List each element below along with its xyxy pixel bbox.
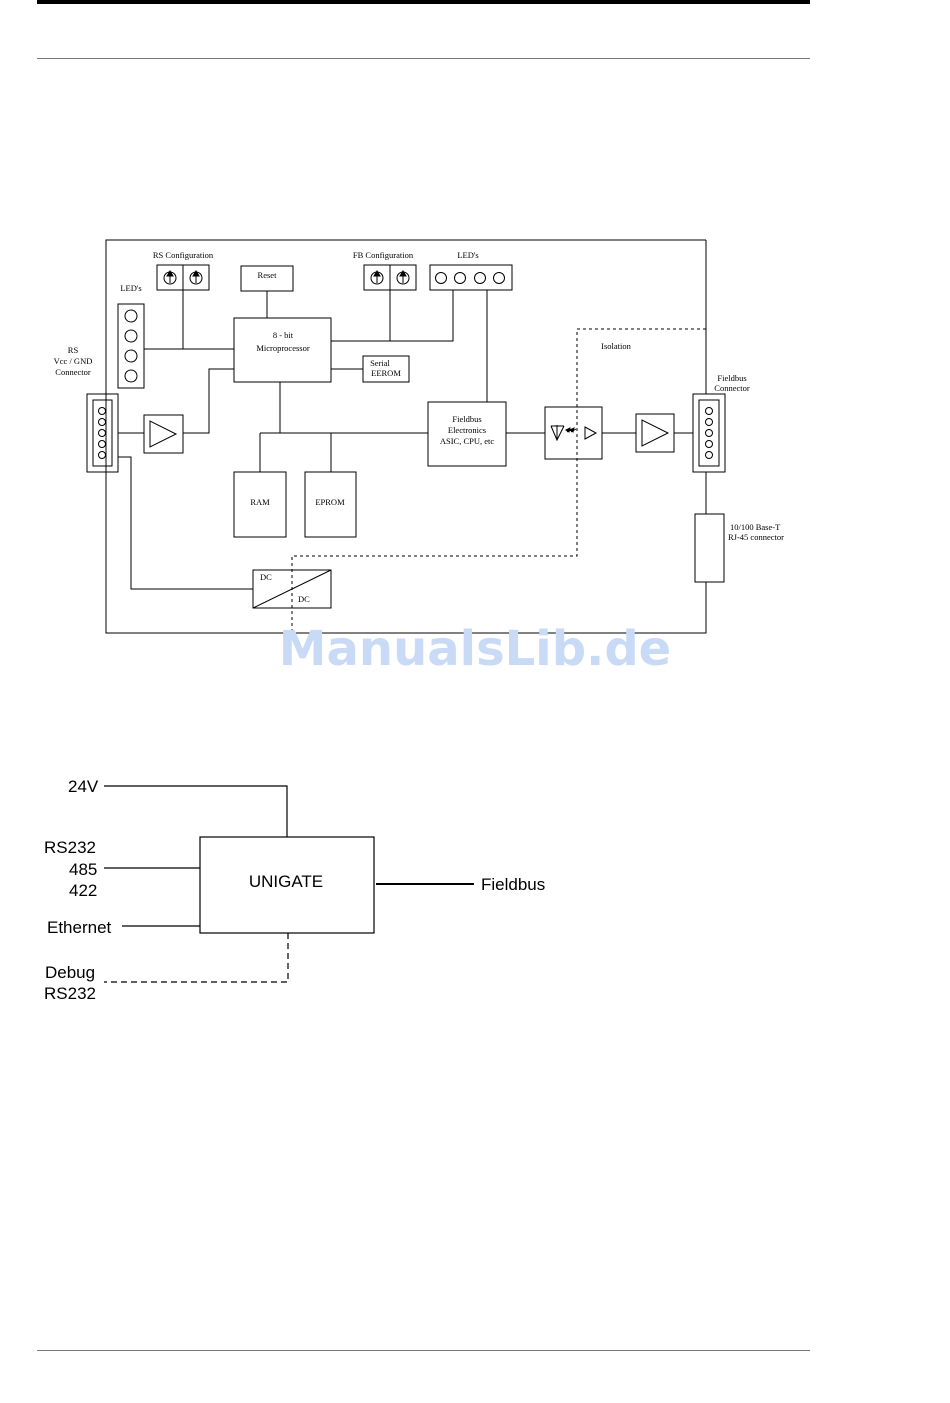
eprom-label: EPROM [315,497,345,507]
fieldbus-connector-inner [699,400,719,466]
block-diagram-labels: RS Configuration FB Configuration LED's … [54,250,784,604]
serial-eerom-label-line2: EEROM [371,368,401,378]
header-thick-rule [37,0,810,4]
power-label: 24V [68,777,99,796]
debug-line [104,933,288,982]
isolation-boundary [292,329,706,633]
fb-configuration-label: FB Configuration [353,250,414,260]
fieldbus-connector-pin-icon [706,408,713,459]
rs-connector-label-line2: Vcc / GND [54,356,93,366]
fieldbus-connector-label-line1: Fieldbus [717,373,746,383]
rs-connector-label-line1: RS [68,345,79,355]
rs-connector-pin-icon [99,408,106,459]
fieldbus-electronics-label-line2: Electronics [448,425,486,435]
ethernet-label: Ethernet [47,918,112,937]
rs-led-box [118,304,144,388]
block-wiring [118,290,693,589]
ram-label: RAM [250,497,270,507]
optocoupler-icon [551,425,596,440]
fieldbus-electronics-label-line1: Fieldbus [452,414,481,424]
overview-diagram-labels: 24V RS232 485 422 Ethernet Debug RS232 U… [44,777,545,1003]
rs-amplifier-icon [150,421,176,447]
rj45-connector-block [695,514,724,582]
unigate-label: UNIGATE [249,872,323,891]
rs-led-icon [125,310,137,382]
ethernet-connector-label-line1: 10/100 Base-T [730,522,781,532]
microprocessor-label-line1: 8 - bit [273,330,294,340]
reset-label: Reset [258,270,278,280]
rs-configuration-label: RS Configuration [153,250,214,260]
fieldbus-label: Fieldbus [481,875,545,894]
fieldbus-connector-block [693,394,725,472]
power-line [104,786,287,837]
isolation-label: Isolation [601,341,631,351]
fieldbus-led-box [430,265,512,290]
watermark: ManualsLib.de [279,621,671,677]
dc-output-label: DC [298,594,310,604]
rs-connector-inner [93,400,112,466]
fieldbus-leds-label: LED's [457,250,478,260]
serial-eerom-label-line1: Serial [370,358,390,368]
debug-label-line1: Debug [45,963,95,982]
fieldbus-amplifier-icon [642,420,668,446]
fieldbus-electronics-label-line3: ASIC, CPU, etc [440,436,495,446]
serial-label-line2: 485 [69,860,97,879]
dc-input-label: DC [260,572,272,582]
serial-label-line3: 422 [69,881,97,900]
debug-label-line2: RS232 [44,984,96,1003]
rs-connector-block [87,394,118,472]
fieldbus-connector-label-line2: Connector [714,383,750,393]
enclosure-outline [106,240,706,633]
serial-label-line1: RS232 [44,838,96,857]
rs-connector-label-line3: Connector [55,367,91,377]
microprocessor-label-line2: Microprocessor [256,343,310,353]
ethernet-connector-label-line2: RJ-45 connector [728,532,784,542]
fieldbus-led-icon [436,273,505,284]
block-diagram [87,240,725,633]
rs-leds-label: LED's [120,283,141,293]
